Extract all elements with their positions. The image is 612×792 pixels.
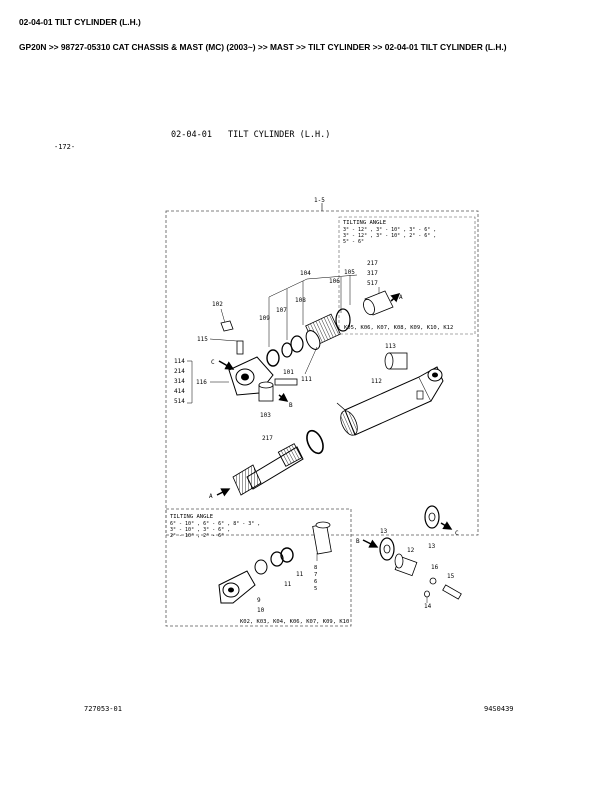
letter-a: A: [209, 493, 213, 500]
stack-callout: 5: [314, 586, 317, 592]
angle-note-box-upper: [338, 216, 476, 335]
letter-c: C: [211, 359, 215, 366]
callout-15: 15: [447, 573, 455, 580]
angle-row: 2° - 10° , 2° - 6°: [170, 533, 224, 539]
callout-116: 116: [196, 379, 207, 386]
angle-row: 3° - 10° , 3° - 6° ,: [170, 527, 230, 533]
seal-ring: [280, 547, 294, 563]
callout-102: 102: [212, 301, 223, 308]
cylinder-eye-lower: [218, 570, 256, 604]
letter-b: B: [289, 402, 293, 409]
letter-c: C: [455, 530, 459, 537]
callout-317: 317: [367, 270, 378, 277]
callout-113: 112: [371, 378, 382, 385]
callout-109: 109: [259, 315, 270, 322]
models-upper: K05, K06, K07, K08, K09, K10, K12: [344, 325, 453, 331]
callout-110: 111: [301, 376, 312, 383]
angle-heading-upper: TILTING ANGLE: [343, 220, 386, 226]
bolt-15: [442, 584, 462, 600]
arrow-a-upper: [390, 293, 401, 303]
letter-b: B: [356, 538, 360, 545]
callout-101: 101: [283, 369, 294, 376]
drawing-code: 727053-01: [84, 705, 122, 713]
models-lower: K02, K03, K04, K06, K07, K09, K10: [240, 619, 349, 625]
callout-111: 103: [260, 412, 271, 419]
piston-ring: [306, 429, 324, 455]
callout-16: 16: [431, 564, 439, 571]
callout-11: 11: [296, 571, 304, 578]
callout-108: 108: [295, 297, 306, 304]
bushing-stack: [312, 521, 332, 555]
parts-drawing-sheet: 02-04-01 TILT CYLINDER (L.H.) -172- 7270…: [47, 85, 562, 750]
catalog-code: 94S0439: [484, 705, 514, 713]
callout-112: 217: [262, 435, 273, 442]
side-callout: 114: [174, 358, 185, 365]
arrow-b-upper: [278, 392, 289, 402]
washer-13-upper: [424, 505, 440, 529]
page-title: 02-04-01 TILT CYLINDER (L.H.): [19, 17, 141, 27]
angle-row: 6° - 10° , 6° - 6° , 8° - 3° ,: [170, 521, 260, 527]
bushing-part: [363, 290, 394, 316]
callout-13: 13: [428, 543, 436, 550]
angle-row: 3° - 12° , 3° - 10° , 3° - 6° ,: [343, 227, 436, 233]
arrow-a-lower: [216, 488, 231, 497]
side-callout: 314: [174, 378, 185, 385]
lower-group-box: [165, 508, 352, 627]
stack-callout: 7: [314, 572, 317, 578]
callout-104: 104: [300, 270, 311, 277]
washer-13: [379, 537, 395, 561]
group-label: 1-5: [314, 197, 325, 204]
bushing-111: [258, 381, 274, 402]
gland-part: [305, 313, 341, 350]
arrow-b-lower: [362, 539, 379, 548]
stack-callout: 6: [314, 579, 317, 585]
section-code: 02-04-01: [171, 130, 212, 140]
seal-ring: [270, 551, 284, 567]
seal-ring: [266, 349, 280, 367]
o-ring: [335, 308, 351, 332]
callout-103: 113: [385, 343, 396, 350]
callout-11: 11: [284, 581, 292, 588]
cylinder-tube: [336, 366, 444, 436]
arrow-c-lower: [440, 521, 453, 530]
callout-12: 12: [407, 547, 415, 554]
letter-a: A: [399, 294, 403, 301]
exploded-parts-diagram: 02-04-01 TILT CYLINDER (L.H.) -172- 7270…: [54, 130, 514, 713]
callout-13: 13: [380, 528, 388, 535]
section-title: TILT CYLINDER (L.H.): [228, 130, 330, 140]
seal-ring: [290, 335, 304, 353]
seal-ring: [254, 559, 268, 575]
nut-16: [429, 577, 437, 585]
arrow-c-upper: [218, 360, 235, 370]
callout-105: 105: [344, 269, 355, 276]
callout-107: 107: [276, 307, 287, 314]
callout-217: 217: [367, 260, 378, 267]
page-number: -172-: [54, 143, 75, 151]
angle-row: 5° - 6°: [343, 239, 364, 245]
piston-rod: [232, 443, 304, 496]
callout-115: 115: [197, 336, 208, 343]
callout-10: 10: [257, 607, 265, 614]
angle-row: 3° - 12° , 3° - 10° , 2° - 6° ,: [343, 233, 436, 239]
callout-517: 517: [367, 280, 378, 287]
bushing-103: [384, 352, 408, 370]
callout-9: 9: [257, 597, 261, 604]
breadcrumb: GP20N >> 98727-05310 CAT CHASSIS & MAST …: [19, 42, 507, 52]
seal-ring: [281, 342, 293, 358]
side-callout: 514: [174, 398, 185, 405]
angle-heading-lower: TILTING ANGLE: [170, 514, 213, 520]
washer-14: [424, 590, 430, 598]
side-callout: 214: [174, 368, 185, 375]
bushing-12: [394, 553, 418, 577]
stack-callout: 8: [314, 565, 317, 571]
callout-14: 14: [424, 603, 432, 610]
side-callout: 414: [174, 388, 185, 395]
callout-106: 106: [329, 278, 340, 285]
